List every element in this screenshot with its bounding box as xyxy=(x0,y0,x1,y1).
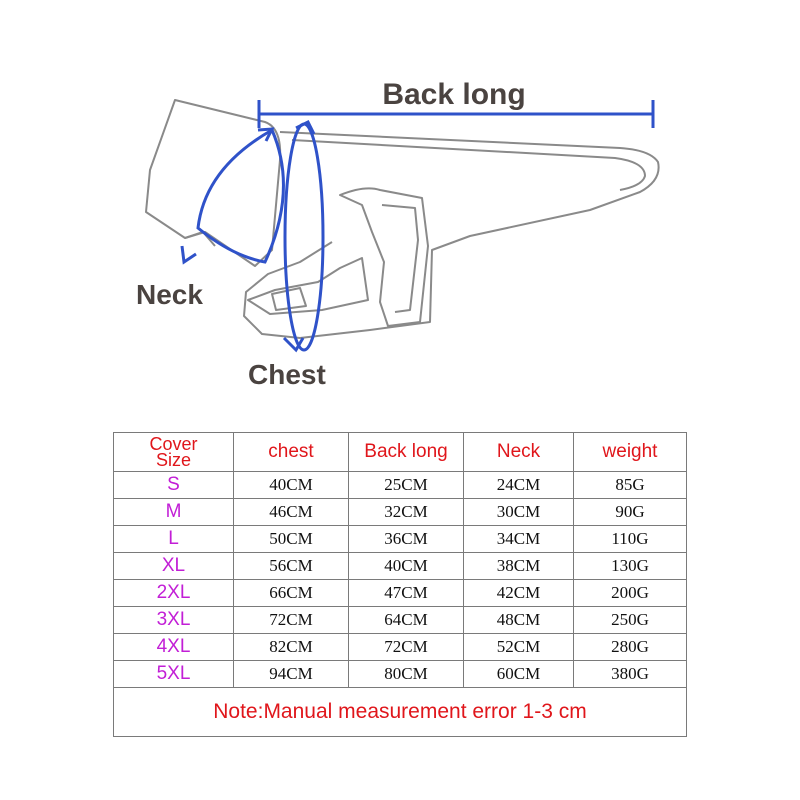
neck-cell: 24CM xyxy=(463,471,574,499)
neck-cell: 30CM xyxy=(463,498,574,526)
coat-body xyxy=(243,131,660,339)
leg-opening xyxy=(271,287,307,311)
dog-coat-outline xyxy=(145,99,660,339)
header-back-long: Back long xyxy=(348,432,464,472)
weight-cell: 110G xyxy=(573,525,687,553)
header-cover-size-line2: Size xyxy=(155,450,191,470)
back-long-measure xyxy=(257,100,655,128)
chest-cell: 94CM xyxy=(233,660,349,688)
header-weight: weight xyxy=(573,432,687,472)
chest-cell: 66CM xyxy=(233,579,349,607)
back-long-cell: 72CM xyxy=(348,633,464,661)
neck-label: Neck xyxy=(136,279,203,310)
header-cover-size: Cover Size xyxy=(113,432,234,472)
size-cell: XL xyxy=(113,552,234,580)
chest-cell: 40CM xyxy=(233,471,349,499)
header-cover-size-line1: Cover xyxy=(149,434,198,454)
neck-cell: 42CM xyxy=(463,579,574,607)
size-cell: L xyxy=(113,525,234,553)
coat-inner-line xyxy=(291,139,646,191)
back-long-label: Back long xyxy=(382,78,525,111)
back-long-cell: 40CM xyxy=(348,552,464,580)
neck-cell: 60CM xyxy=(463,660,574,688)
weight-cell: 250G xyxy=(573,606,687,634)
weight-cell: 130G xyxy=(573,552,687,580)
neck-cell: 34CM xyxy=(463,525,574,553)
back-long-cell: 64CM xyxy=(348,606,464,634)
size-cell: 5XL xyxy=(113,660,234,688)
note-row: Note:Manual measurement error 1-3 cm xyxy=(113,687,687,737)
weight-cell: 200G xyxy=(573,579,687,607)
back-long-cell: 47CM xyxy=(348,579,464,607)
chest-strap xyxy=(339,187,429,327)
weight-cell: 90G xyxy=(573,498,687,526)
back-long-cell: 36CM xyxy=(348,525,464,553)
header-neck: Neck xyxy=(463,432,574,472)
neck-cell: 48CM xyxy=(463,606,574,634)
chest-cell: 46CM xyxy=(233,498,349,526)
garment-diagram: Back long Neck Chest xyxy=(136,78,660,390)
size-table: Cover Size chest Back long Neck weight S… xyxy=(113,432,687,737)
header-chest: chest xyxy=(233,432,349,472)
neck-cell: 52CM xyxy=(463,633,574,661)
size-cell: S xyxy=(113,471,234,499)
chest-cell: 82CM xyxy=(233,633,349,661)
chest-strap-inner xyxy=(381,204,419,313)
measurement-note: Note:Manual measurement error 1-3 cm xyxy=(113,687,687,737)
weight-cell: 85G xyxy=(573,471,687,499)
back-long-cell: 80CM xyxy=(348,660,464,688)
chest-cell: 50CM xyxy=(233,525,349,553)
size-cell: M xyxy=(113,498,234,526)
chest-cell: 72CM xyxy=(233,606,349,634)
weight-cell: 280G xyxy=(573,633,687,661)
back-long-cell: 25CM xyxy=(348,471,464,499)
table-header-row: Cover Size chest Back long Neck weight xyxy=(113,432,687,472)
chest-measure xyxy=(282,119,325,353)
back-long-cell: 32CM xyxy=(348,498,464,526)
weight-cell: 380G xyxy=(573,660,687,688)
size-cell: 4XL xyxy=(113,633,234,661)
chest-cell: 56CM xyxy=(233,552,349,580)
neck-cell: 38CM xyxy=(463,552,574,580)
size-cell: 3XL xyxy=(113,606,234,634)
size-cell: 2XL xyxy=(113,579,234,607)
neck-measure xyxy=(180,127,285,265)
chest-label: Chest xyxy=(248,359,326,390)
belly-panel xyxy=(247,257,369,315)
